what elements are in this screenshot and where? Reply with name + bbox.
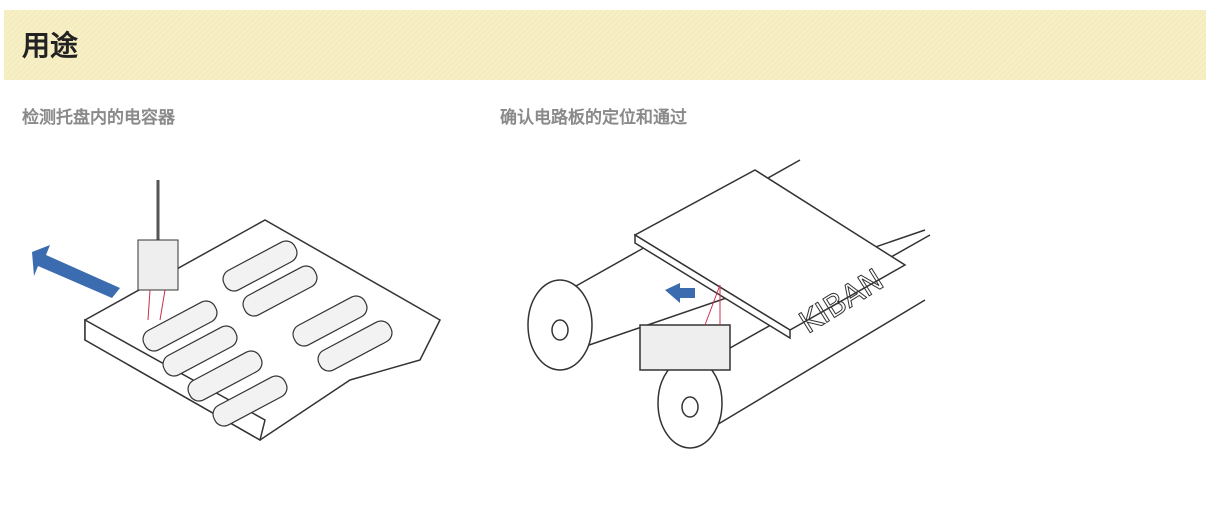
direction-arrow-icon [665,283,695,303]
beam-line [159,289,166,321]
section-title: 用途 [22,29,79,62]
tray-capacitor-illustration [32,180,441,442]
pcb-conveyor-illustration: KIBAN [527,159,931,449]
application-caption-tray: 检测托盘内的电容器 [22,108,175,128]
beam-line [147,289,151,321]
beam-line [704,284,721,326]
sensor-head [639,324,731,371]
application-caption-pcb: 确认电路板的定位和通过 [500,108,687,128]
section-header: 用途 [4,10,1206,80]
direction-arrow-icon [32,245,120,298]
sensor-head [137,239,179,291]
